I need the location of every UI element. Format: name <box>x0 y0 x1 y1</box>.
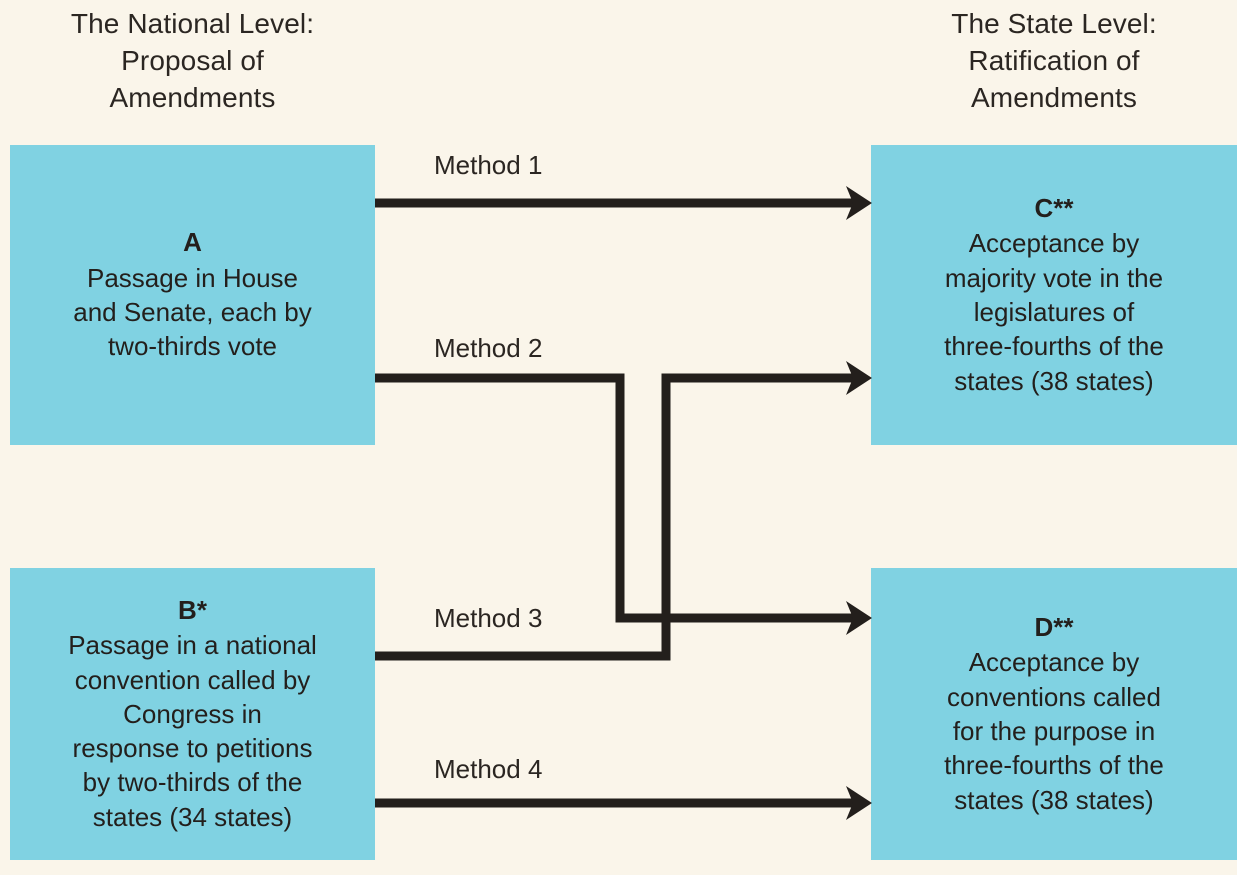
node-box-d-line-2: conventions called <box>947 681 1161 712</box>
method-1-label: Method 1 <box>434 150 543 180</box>
node-box-b-line-2: convention called by <box>74 664 311 695</box>
node-box-b-title: B* <box>178 594 207 625</box>
node-box-c-line-3: legislatures of <box>973 296 1135 327</box>
node-box-a: A Passage in House and Senate, each by t… <box>10 145 375 445</box>
node-box-a-line-3: two-thirds vote <box>107 331 278 362</box>
node-box-d-line-4: three-fourths of the <box>944 750 1164 781</box>
node-box-c-line-2: majority vote in the <box>944 262 1164 293</box>
node-box-d: D** Acceptance by conventions called for… <box>871 568 1237 860</box>
column-header-state-line-1: The State Level: <box>951 8 1157 39</box>
connector-method-1 <box>375 186 872 220</box>
method-4-label: Method 4 <box>434 754 543 784</box>
column-header-state-line-2: Ratification of <box>968 44 1140 76</box>
node-box-c-title: C** <box>1034 193 1074 224</box>
node-box-b: B* Passage in a national convention call… <box>10 568 375 860</box>
node-box-c-line-4: three-fourths of the <box>944 331 1164 362</box>
method-3-label: Method 3 <box>434 603 543 633</box>
node-box-a-line-1: Passage in House <box>86 262 299 293</box>
column-header-national-line-2: Proposal of <box>121 44 264 76</box>
node-box-b-line-5: by two-thirds of the <box>82 767 303 798</box>
connector-method-1-arrowhead <box>846 186 872 220</box>
column-header-state: The State Level: Ratification of Amendme… <box>871 6 1237 117</box>
column-header-state-line-3: Amendments <box>971 81 1137 113</box>
connector-method-2 <box>375 373 872 635</box>
node-box-d-line-3: for the purpose in <box>952 715 1156 746</box>
node-box-b-body: Passage in a national convention called … <box>68 628 317 834</box>
connector-method-4-arrowhead <box>846 786 872 820</box>
node-box-d-line-5: states (38 states) <box>954 784 1154 815</box>
node-box-a-line-2: and Senate, each by <box>73 296 312 327</box>
node-box-c-line-1: Acceptance by <box>968 228 1140 259</box>
node-box-b-line-6: states (34 states) <box>92 801 293 832</box>
connector-method-3-arrowhead <box>846 361 872 395</box>
node-box-b-line-3: Congress in <box>123 698 262 729</box>
column-header-national-line-1: The National Level: <box>70 8 315 39</box>
connector-method-2-line <box>375 373 853 623</box>
method-2-label: Method 2 <box>434 333 543 363</box>
connector-method-2-arrowhead <box>846 601 872 635</box>
node-box-b-line-1: Passage in a national <box>68 630 317 661</box>
node-box-b-line-4: response to petitions <box>72 733 313 764</box>
node-box-c: C** Acceptance by majority vote in the l… <box>871 145 1237 445</box>
column-header-national: The National Level: Proposal of Amendmen… <box>10 6 375 117</box>
column-header-national-line-3: Amendments <box>109 81 276 113</box>
node-box-c-line-5: states (38 states) <box>954 365 1154 396</box>
node-box-d-line-1: Acceptance by <box>968 647 1140 678</box>
node-box-d-title: D** <box>1034 612 1074 643</box>
connector-method-4 <box>375 786 872 820</box>
node-box-a-title: A <box>183 227 202 258</box>
node-box-c-body: Acceptance by majority vote in the legis… <box>944 226 1164 398</box>
node-box-a-body: Passage in House and Senate, each by two… <box>73 261 312 364</box>
node-box-d-body: Acceptance by conventions called for the… <box>944 645 1164 817</box>
